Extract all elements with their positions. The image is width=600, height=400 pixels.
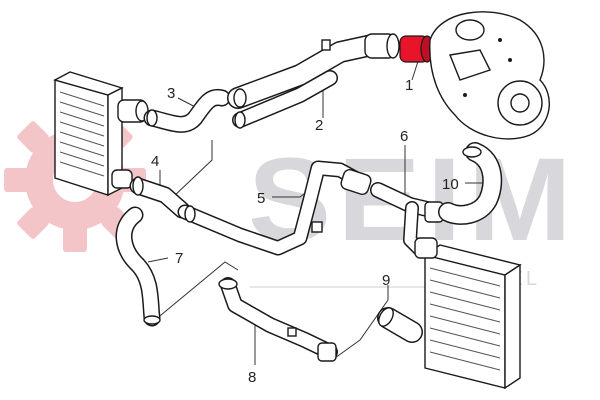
hose-7 — [115, 206, 161, 327]
leader-frame-left — [154, 261, 239, 321]
pipe-5 — [177, 160, 372, 256]
callout-5: 5 — [257, 190, 265, 207]
callout-10: 10 — [442, 176, 459, 193]
callout-1: 1 — [405, 77, 413, 94]
callout-8: 8 — [248, 369, 256, 386]
hose-10 — [438, 142, 503, 225]
callout-7: 7 — [175, 250, 183, 267]
callout-6: 6 — [400, 128, 408, 145]
pipe-2 — [227, 33, 400, 129]
intercooler-left — [53, 71, 149, 197]
leader-4b — [171, 140, 213, 199]
part-4 — [129, 176, 191, 219]
part-9-sleeve — [377, 307, 423, 343]
callout-9: 9 — [382, 272, 390, 289]
leader-9 — [334, 285, 389, 359]
part-1-highlighted — [399, 35, 434, 63]
callout-3: 3 — [167, 85, 175, 102]
turbocharger — [429, 11, 550, 140]
callouts: 1 2 3 4 5 6 7 8 9 10 — [151, 77, 459, 386]
leader-7 — [147, 257, 169, 263]
intercooler-right — [414, 237, 522, 390]
callout-4: 4 — [151, 153, 159, 170]
callout-2: 2 — [315, 117, 323, 134]
hose-3 — [143, 88, 231, 133]
pipe-8 — [218, 277, 338, 362]
